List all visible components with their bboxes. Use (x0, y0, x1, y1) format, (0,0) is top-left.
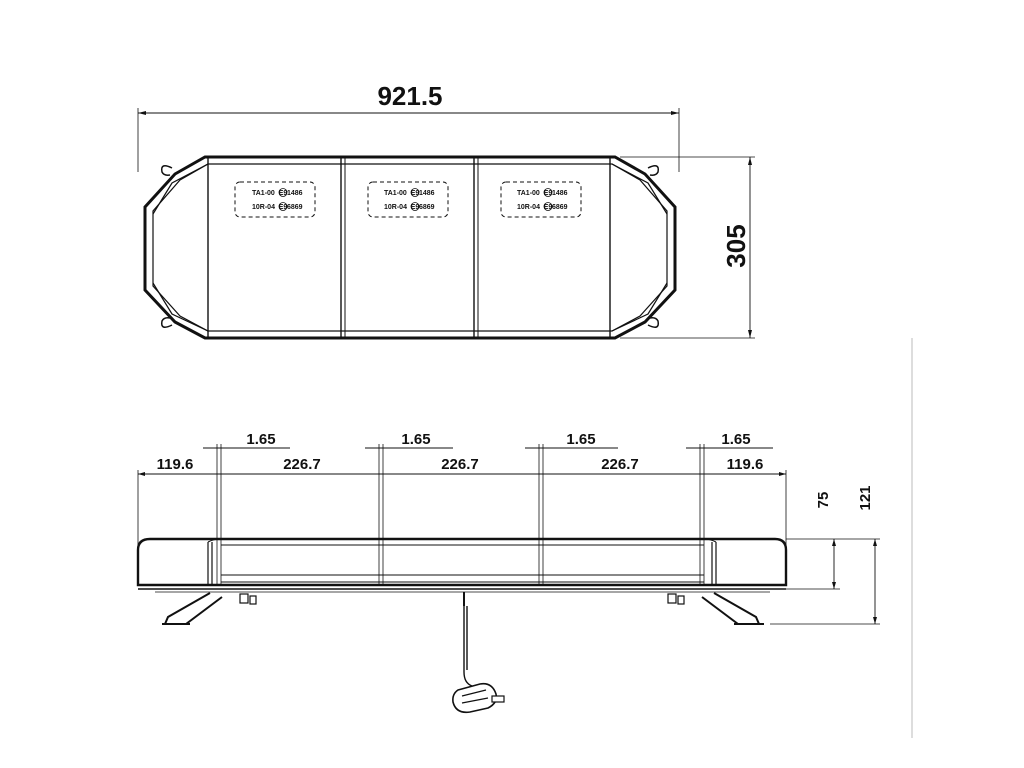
gap-dim-1: 1.65 (246, 431, 275, 448)
segment-dim-2: 226.7 (283, 456, 321, 473)
depth-dimension: 305 (620, 156, 755, 339)
segment-dim-3: 226.7 (441, 456, 479, 473)
power-cable-and-plug (452, 592, 505, 714)
label-code-2a: TA1-00 (384, 190, 407, 197)
gap-dim-2: 1.65 (401, 431, 430, 448)
label-num-1a: 1486 (287, 190, 303, 197)
approval-label-1: TA1-00 E9 1486 10R-04 E9 6869 (234, 181, 316, 218)
e-mark-3b: E9 (544, 204, 553, 211)
lightbar-outline-top (143, 155, 677, 340)
label-num-3b: 6869 (552, 204, 568, 211)
top-view: 921.5 305 (137, 81, 755, 340)
body-height-label: 75 (815, 492, 832, 509)
approval-label-2: TA1-00 E9 1486 10R-04 E9 6869 (367, 181, 449, 218)
label-num-2b: 6869 (419, 204, 435, 211)
label-code-1b: 10R-04 (252, 204, 275, 211)
gap-dim-4: 1.65 (721, 431, 750, 448)
lightbar-body-front (136, 537, 788, 593)
e-mark-1b: E9 (279, 204, 288, 211)
segment-dim-1: 119.6 (157, 456, 194, 473)
mounting-feet (162, 592, 764, 625)
cigarette-plug-icon (452, 682, 498, 714)
overall-depth-label: 305 (721, 224, 751, 267)
front-view: 1.65 1.65 1.65 1.65 119.6 226.7 226.7 22… (136, 338, 913, 738)
gap-dimensions: 1.65 1.65 1.65 1.65 (203, 431, 773, 449)
label-num-2a: 1486 (419, 190, 435, 197)
segment-dim-4: 226.7 (601, 456, 639, 473)
label-code-2b: 10R-04 (384, 204, 407, 211)
front-extension-lines (137, 444, 787, 585)
module-dividers-top (207, 157, 611, 338)
e-mark-2b: E9 (411, 204, 420, 211)
e-mark-3a: E9 (544, 190, 553, 197)
e-mark-1a: E9 (279, 190, 288, 197)
approval-label-3: TA1-00 E9 1486 10R-04 E9 6869 (500, 181, 582, 218)
e-mark-2a: E9 (411, 190, 420, 197)
gap-dim-3: 1.65 (566, 431, 595, 448)
height-dimensions: 75 121 (770, 485, 880, 625)
label-num-3a: 1486 (552, 190, 568, 197)
segment-dimensions: 119.6 226.7 226.7 226.7 119.6 (138, 456, 786, 476)
total-height-label: 121 (857, 485, 874, 510)
label-num-1b: 6869 (287, 204, 303, 211)
label-code-1a: TA1-00 (252, 190, 275, 197)
overall-width-label: 921.5 (377, 81, 442, 111)
segment-dim-5: 119.6 (727, 456, 764, 473)
mounting-tabs (160, 165, 660, 328)
width-dimension: 921.5 (137, 81, 680, 172)
label-code-3a: TA1-00 (517, 190, 540, 197)
label-code-3b: 10R-04 (517, 204, 540, 211)
